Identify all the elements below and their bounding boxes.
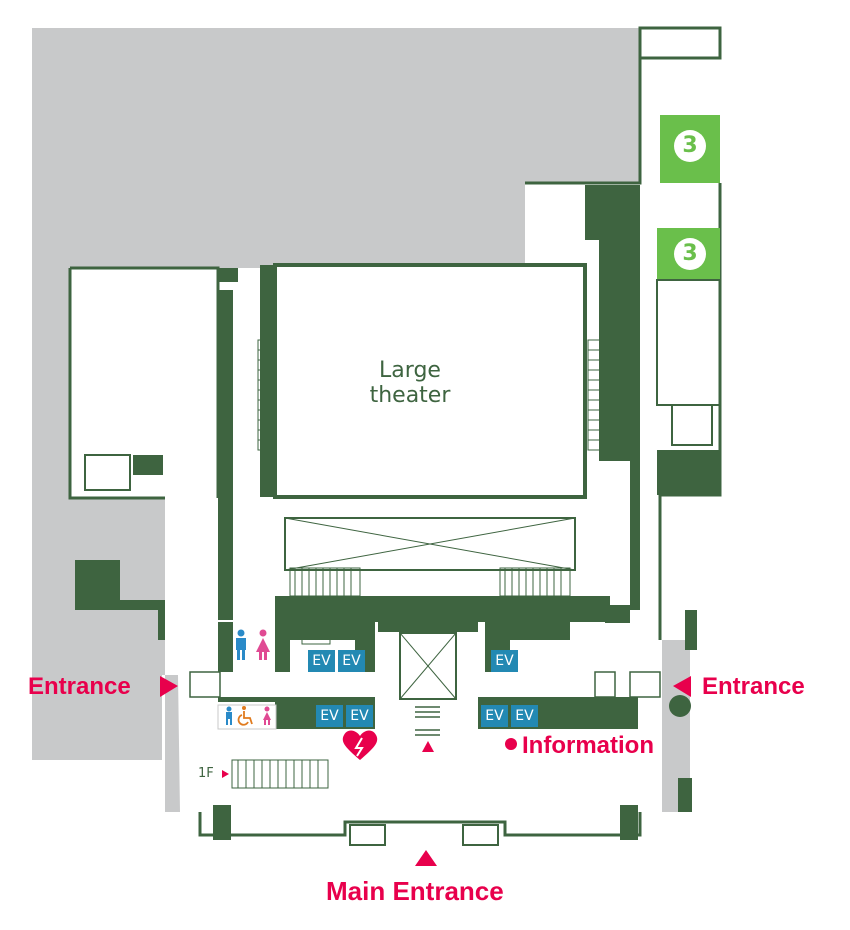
elevator-label: EV (338, 650, 365, 672)
entrance-right-label: Entrance (702, 673, 805, 700)
entrance-left-label: Entrance (28, 673, 131, 700)
elevator-label: EV (481, 705, 508, 727)
wall-stub (218, 268, 238, 282)
ev-core-west (275, 622, 375, 672)
foyer-stairs-right (499, 567, 571, 597)
large-theater-line2: theater (369, 383, 451, 409)
entrance-right-arrow (673, 676, 691, 697)
east-block (657, 450, 720, 495)
male-restroom-icon-2 (226, 706, 232, 725)
west-stairs (77, 562, 119, 598)
stage-diagonal-2 (284, 517, 576, 571)
restroom-wall-lower (218, 697, 275, 702)
east-plant (669, 695, 691, 717)
east-pillar-lower (678, 778, 692, 812)
up-arrow-marker (422, 741, 434, 752)
east-service-room (599, 239, 631, 461)
female-restroom-icon-2 (263, 706, 271, 725)
elevator-label: EV (346, 705, 373, 727)
main-entrance-arrow (415, 850, 437, 866)
floor-marker-label: 1F (198, 766, 214, 781)
central-stairs (415, 706, 440, 736)
foyer-wall (275, 596, 610, 622)
area-number-badge-south: 3 (674, 238, 706, 270)
east-wall (630, 300, 640, 610)
escalator-1f (231, 759, 329, 789)
entrance-door-right (629, 671, 661, 698)
pillar-se (620, 805, 638, 840)
building-outline-west (68, 268, 165, 500)
area-number-badge-north: 3 (674, 130, 706, 162)
aed-bolt-icon (354, 737, 364, 757)
large-theater-line1: Large (379, 358, 441, 383)
surrounding-block (32, 498, 162, 760)
inner-door-right (594, 671, 616, 698)
entrance-left-arrow (160, 676, 178, 697)
theater-wall-ne (585, 185, 640, 300)
stair-small (301, 629, 331, 645)
corridor-wall-w (218, 290, 233, 620)
information-dot (505, 738, 517, 750)
accessible-restroom-icon (237, 706, 253, 726)
elevator-label: EV (316, 705, 343, 727)
west-room-block (133, 455, 163, 475)
main-door-left (349, 824, 386, 846)
main-door-right (462, 824, 499, 846)
large-theater-label: Large theater (330, 358, 490, 409)
pillar-sw (213, 805, 231, 840)
information-label: Information (522, 732, 654, 759)
void-diagonal-2 (399, 632, 457, 700)
elevator-label: EV (491, 650, 518, 672)
main-entrance-label: Main Entrance (326, 876, 504, 906)
restroom-wall (218, 622, 233, 672)
east-pillar (685, 610, 697, 650)
stair-small-2 (527, 624, 557, 640)
male-restroom-icon (236, 629, 246, 660)
aed-icon (342, 730, 378, 760)
void-frame (378, 622, 478, 632)
floor-arrow (222, 770, 229, 778)
building-outline (525, 26, 722, 185)
foyer-wall-end (605, 605, 630, 623)
elevator-label: EV (511, 705, 538, 727)
foyer-stairs-left (289, 567, 361, 597)
elevator-label: EV (308, 650, 335, 672)
west-room (84, 454, 131, 491)
stairs-west (257, 339, 273, 451)
large-theater-room (273, 263, 587, 499)
east-room (656, 279, 721, 406)
east-stair-room (671, 404, 713, 446)
entrance-door-left (189, 671, 221, 698)
female-restroom-icon (256, 629, 270, 660)
building-outline-south (198, 812, 642, 837)
wall-stub-2 (260, 268, 275, 323)
